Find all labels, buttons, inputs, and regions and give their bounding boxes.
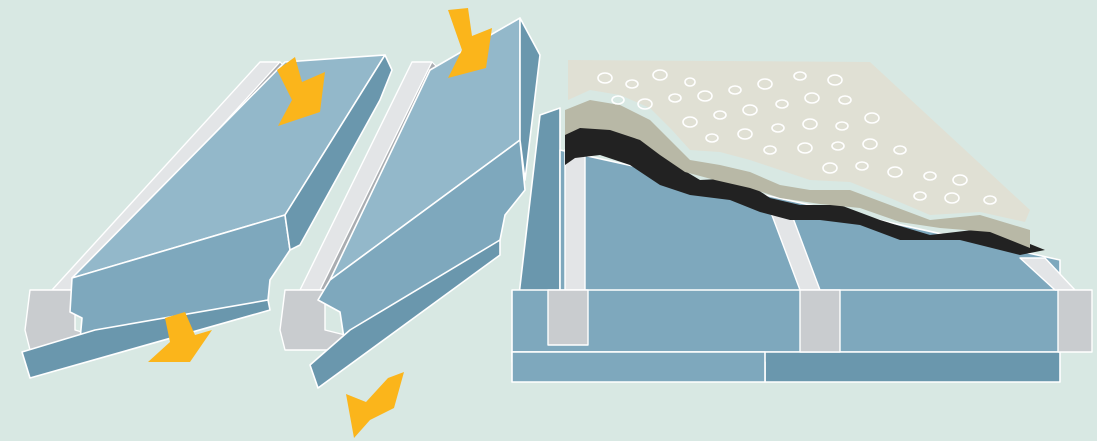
arrow-icon [448, 8, 492, 78]
right-purlin-1-base [548, 290, 588, 345]
right-assembled-roof [512, 60, 1092, 382]
right-deck-front-lower [512, 352, 765, 382]
right-purlin-1-top [565, 150, 585, 290]
arrow-icon [346, 372, 404, 438]
right-purlin-3-base [1058, 290, 1092, 352]
right-deck-front-face [512, 290, 1060, 352]
right-purlin-2-base [800, 290, 840, 352]
